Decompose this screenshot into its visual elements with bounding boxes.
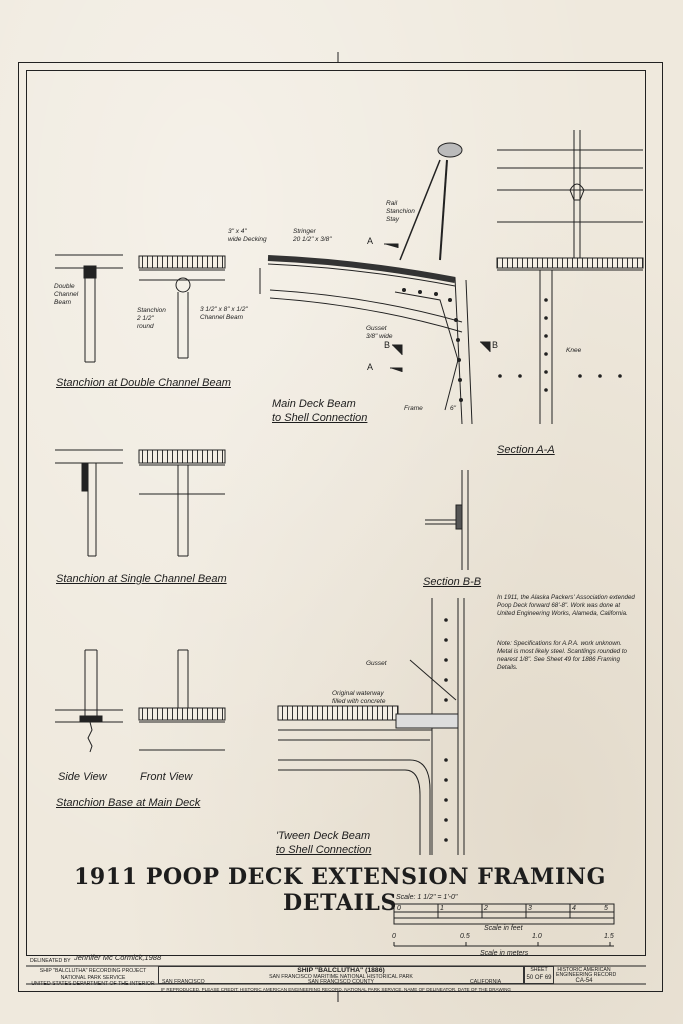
view-title-front-view: Front View (140, 771, 193, 783)
single-channel-side-drawing (55, 449, 123, 557)
view-title-section-aa: Section A-A (497, 444, 555, 456)
scale-bars (393, 903, 615, 947)
scale-label: Scale: 1 1/2" = 1'-0" (396, 894, 458, 901)
callout-double-channel-beam: Double Channel Beam (54, 283, 79, 306)
callout-frame: Frame (404, 405, 423, 412)
double-channel-front-drawing (138, 255, 226, 359)
record-id: CA-54 (575, 978, 593, 984)
callout-gusset: Gusset 3/8" wide (366, 325, 393, 340)
main-deck-connection-drawing (259, 142, 491, 425)
callout-waterway: Original waterway filled with concrete (332, 690, 386, 705)
view-title-double-channel: Stanchion at Double Channel Beam (56, 377, 231, 389)
reproduction-credit: IF REPRODUCED, PLEASE CREDIT: HISTORIC A… (161, 987, 511, 992)
callout-frame-dimension: 6" (450, 405, 456, 412)
view-title-tween-deck-1: 'Tween Deck Beam (276, 830, 371, 842)
delineator-name: Jennifer Mc Cormick,1988 (74, 953, 162, 962)
view-title-single-channel: Stanchion at Single Channel Beam (56, 573, 227, 585)
base-front-drawing (138, 649, 226, 751)
ship-name: SHIP "BALCLUTHA" (1886) (297, 967, 385, 974)
section-aa-drawing (496, 130, 644, 424)
section-bb-drawing (425, 470, 469, 570)
history-note: In 1911, the Alaska Packers' Association… (497, 594, 635, 617)
callout-stringer: Stringer 20 1/2" x 3/8" (293, 228, 332, 243)
callout-decking: 3" x 4" wide Decking (228, 228, 267, 243)
view-title-side-view: Side View (58, 771, 107, 783)
view-title-section-bb: Section B-B (423, 576, 482, 588)
sheet-number: 50 OF 69 (526, 975, 552, 981)
tween-deck-connection-drawing (277, 598, 465, 855)
specification-note: Note: Specifications for A.P.A. work unk… (497, 640, 627, 671)
sheet-title: 1911 POOP DECK EXTENSION FRAMING DETAILS (73, 864, 606, 916)
single-channel-front-drawing (138, 449, 226, 557)
section-mark-b-right: B (492, 340, 499, 350)
meter-caption: Scale in meters (480, 950, 529, 957)
callout-stanchion: Stanchion 2 1/2" round (137, 307, 166, 330)
section-mark-a-bottom: A (367, 362, 374, 372)
section-mark-b-left: B (384, 340, 391, 350)
callout-knee: Knee (566, 347, 582, 354)
callout-gusset-tween: Gusset (366, 660, 387, 667)
inner-border (26, 70, 646, 956)
view-title-tween-deck-2: to Shell Connection (276, 844, 372, 856)
feet-caption: Scale in feet (484, 925, 523, 932)
callout-rail-stanchion-stay: Rail Stanchion Stay (386, 200, 415, 223)
base-side-drawing (55, 649, 123, 753)
section-mark-a-top: A (367, 236, 374, 246)
outer-border (18, 62, 663, 992)
callout-channel-beam: 3 1/2" x 8" x 1/2" Channel Beam (200, 306, 248, 321)
view-title-main-deck-1: Main Deck Beam (272, 398, 356, 410)
view-title-main-deck-2: to Shell Connection (272, 412, 368, 424)
double-channel-side-drawing (55, 254, 123, 363)
view-title-stanchion-base: Stanchion Base at Main Deck (56, 797, 201, 809)
